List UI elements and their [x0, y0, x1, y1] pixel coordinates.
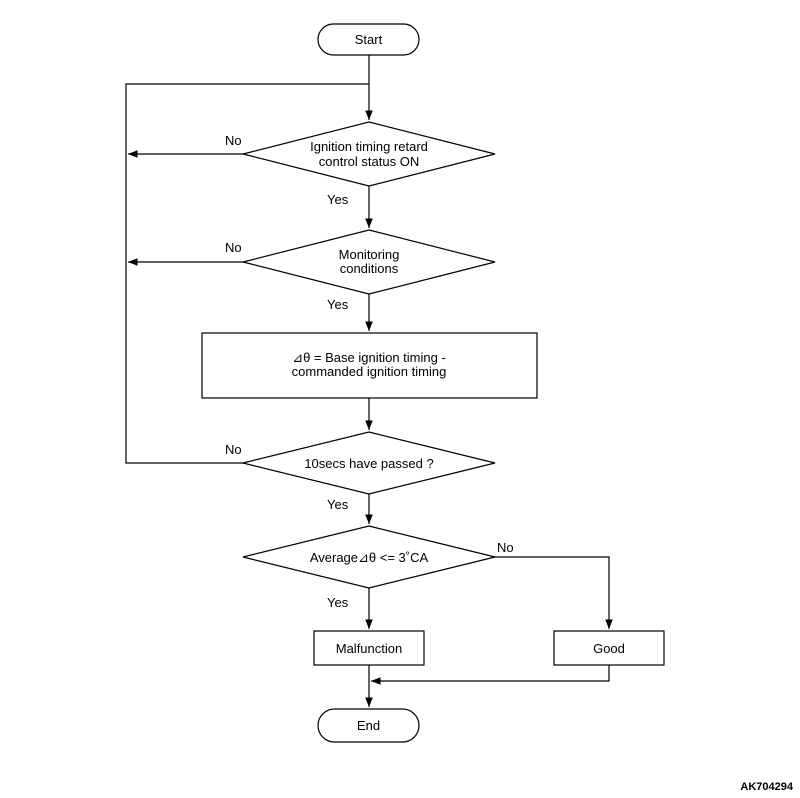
decision-retard-line2: control status ON — [319, 154, 419, 169]
malfunction-label: Malfunction — [336, 641, 402, 656]
flow-average-no — [495, 556, 613, 629]
loop-back-line — [125, 83, 369, 464]
flow-good-to-merge — [371, 665, 610, 685]
end-label: End — [357, 718, 380, 733]
process-delta-line1: ⊿θ = Base ignition timing - — [292, 350, 446, 365]
end-terminator — [317, 708, 420, 743]
good-box — [553, 630, 665, 666]
no-label-10secs: No — [225, 442, 242, 457]
good-label: Good — [593, 641, 625, 656]
yes-label-monitoring: Yes — [327, 297, 349, 312]
malfunction-box — [313, 630, 425, 666]
no-label-average: No — [497, 540, 514, 555]
decision-monitoring-line2: conditions — [340, 261, 399, 276]
figure-code: AK704294 — [740, 781, 793, 793]
yes-label-average: Yes — [327, 595, 349, 610]
no-label-retard: No — [225, 133, 242, 148]
yes-label-10secs: Yes — [327, 497, 349, 512]
process-delta-line2: commanded ignition timing — [292, 364, 447, 379]
yes-label-retard: Yes — [327, 192, 349, 207]
decision-average-label: Average⊿θ <= 3˚CA — [310, 550, 429, 565]
decision-monitoring-line1: Monitoring — [339, 247, 400, 262]
start-label: Start — [355, 32, 383, 47]
decision-retard-line1: Ignition timing retard — [310, 139, 428, 154]
process-delta-theta — [201, 332, 538, 399]
decision-10secs-label: 10secs have passed ? — [304, 456, 433, 471]
no-label-monitoring: No — [225, 240, 242, 255]
